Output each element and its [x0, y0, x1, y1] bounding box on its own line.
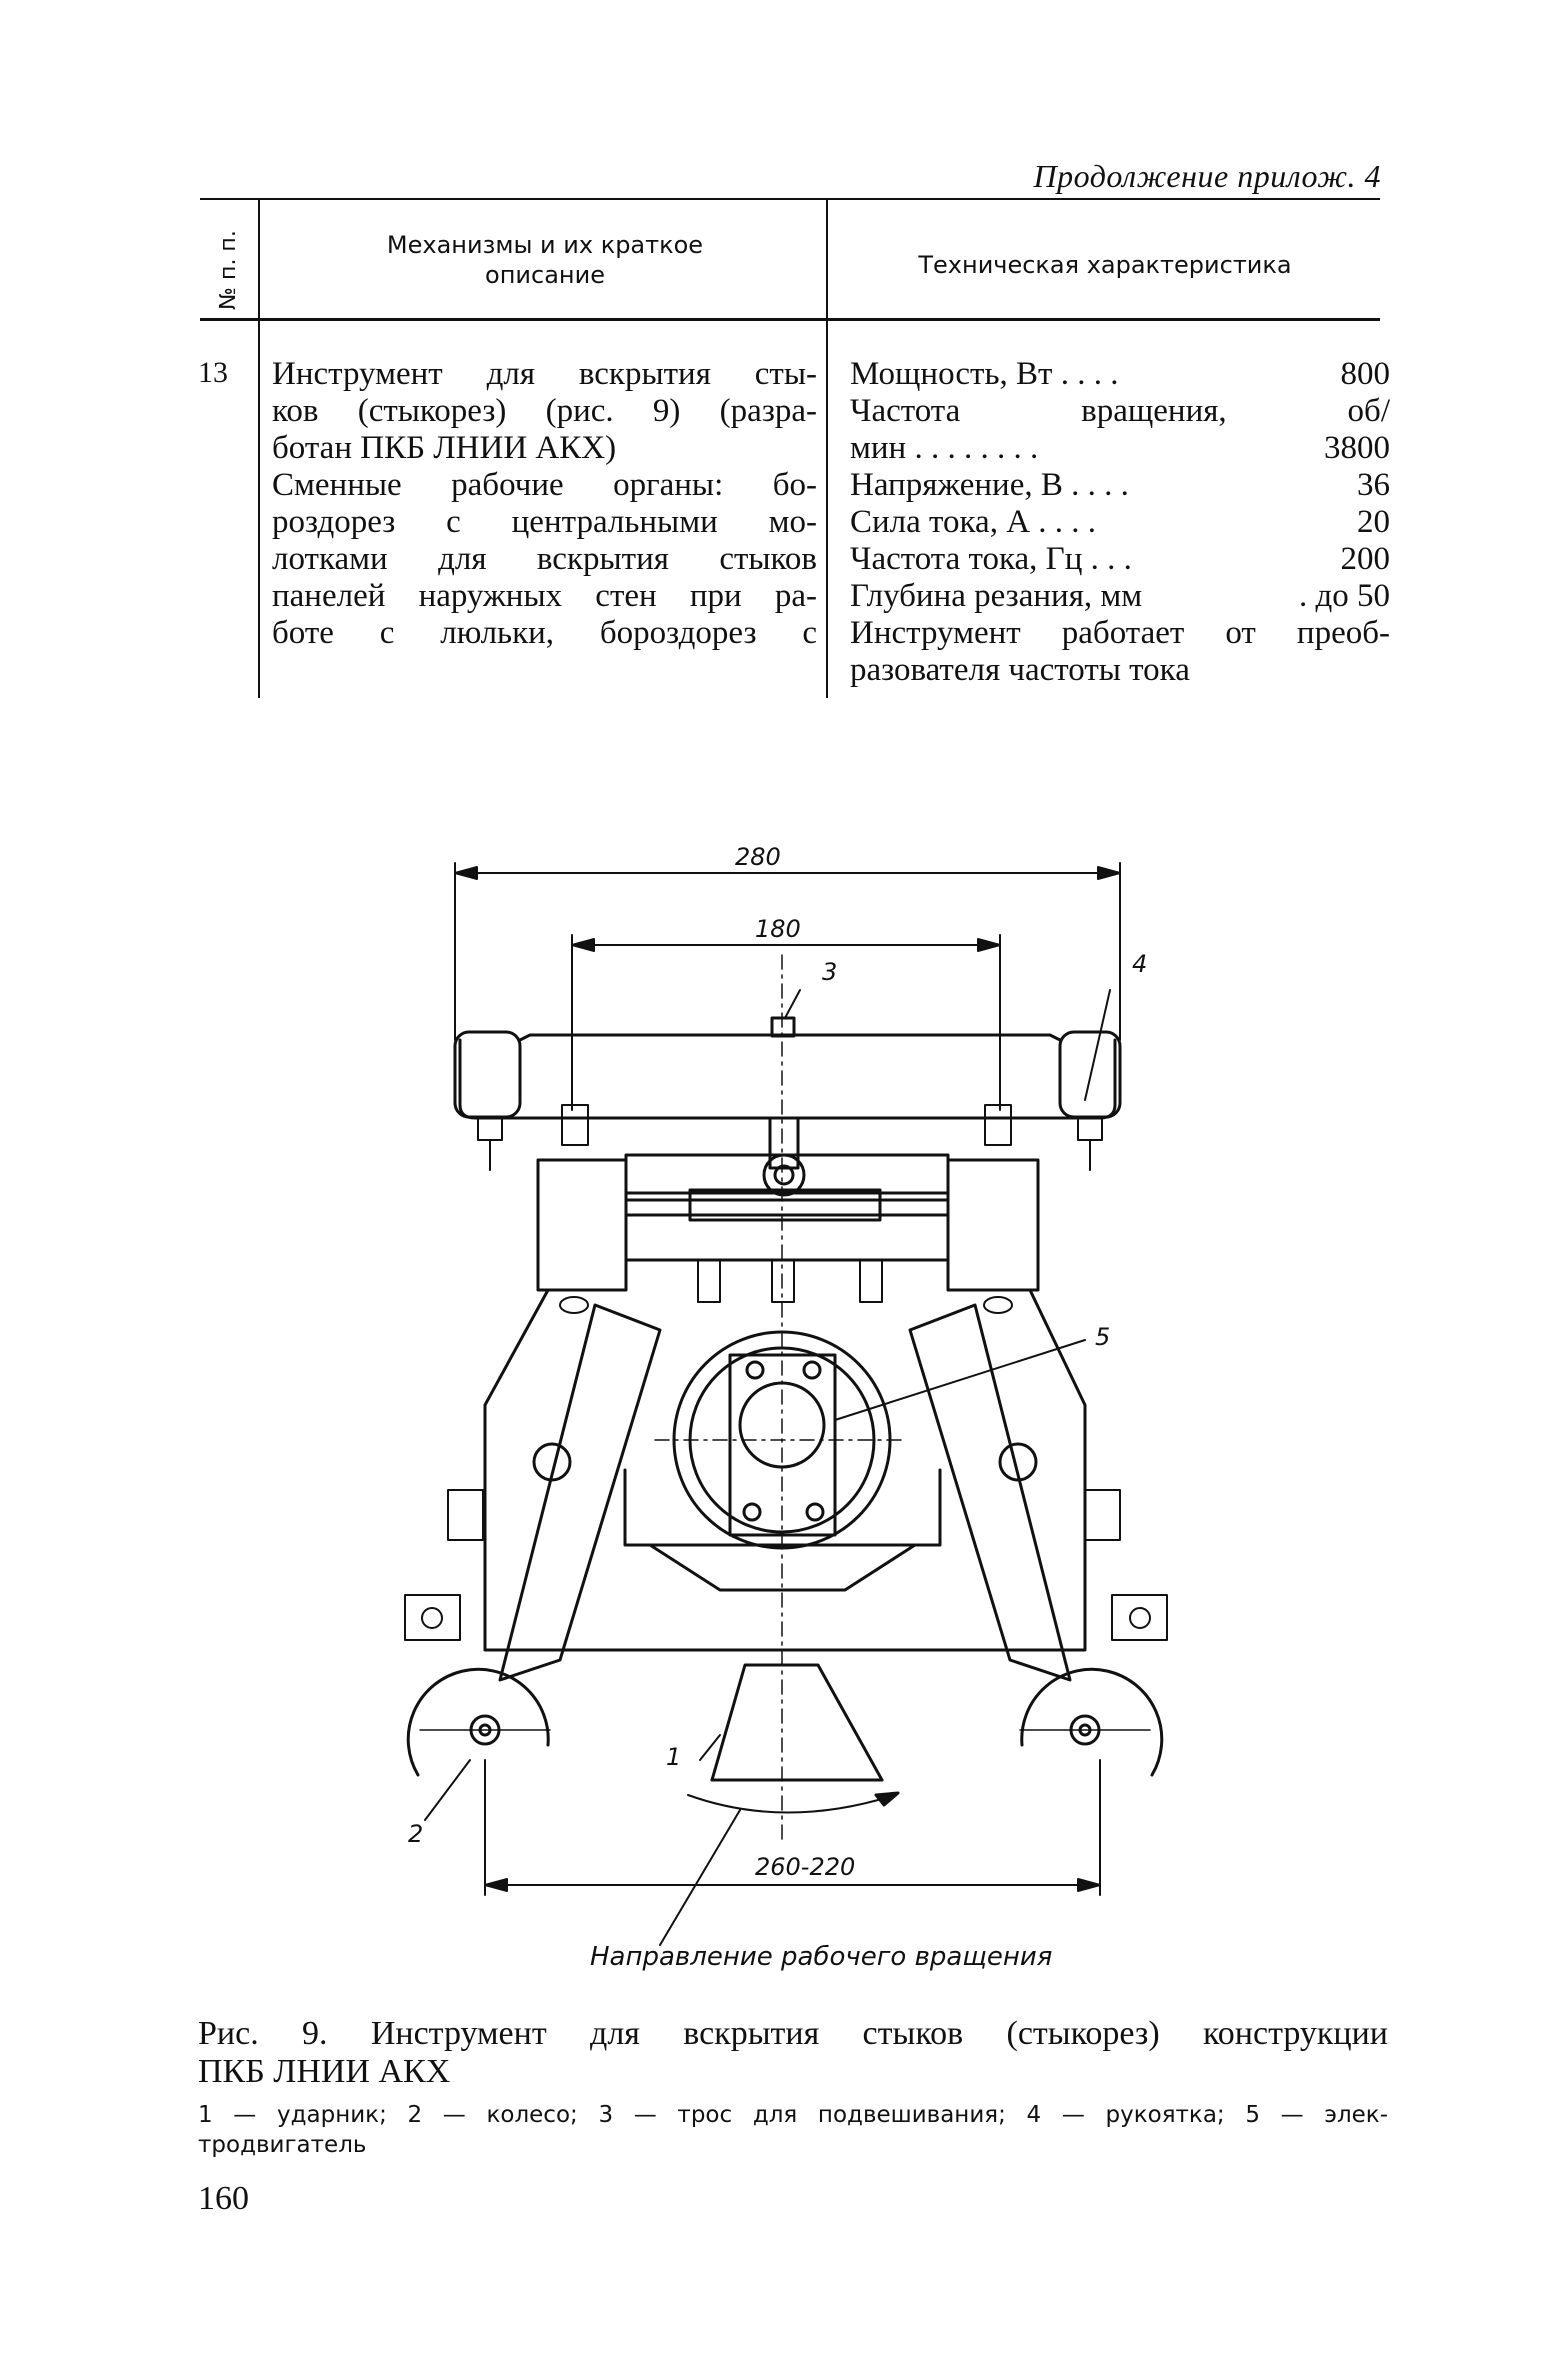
right-arm: [908, 1303, 1072, 1682]
figure-legend: 1 — ударник; 2 — колесо; 3 — трос для по…: [198, 2100, 1388, 2160]
table-top-rule: [200, 198, 1380, 200]
motor-housing: [623, 1330, 942, 1592]
description-line: ков (стыкорез) (рис. 9) (разра-: [272, 393, 817, 429]
leader-lines: [424, 989, 1111, 1946]
spec-note-line2: разователя частоты тока: [850, 652, 1190, 688]
callout-1: 1: [666, 1743, 681, 1771]
spec-note-line1: Инструмент работает от преоб-: [850, 615, 1390, 651]
dim-280: [454, 862, 1121, 1041]
figure-caption: Рис. 9. Инструмент для вскрытия стыков (…: [198, 2015, 1388, 2091]
description-line: боте с люльки, бороздорез с: [272, 615, 817, 651]
description-line: лотками для вскрытия стыков: [272, 541, 817, 577]
dim-180: [571, 934, 1001, 1111]
dim-260-220-label: 260-220: [755, 1853, 855, 1881]
legend-line2: тродвигатель: [198, 2132, 367, 2158]
table-header-rule: [200, 318, 1380, 321]
description-line: ботан ПКБ ЛНИИ АКХ): [272, 430, 617, 466]
pulley-hub: [773, 1164, 795, 1186]
description-line: роздорез с центральными мо-: [272, 504, 817, 540]
upper-frame: [536, 1153, 1040, 1292]
header-technical: Техническая характеристика: [918, 251, 1292, 279]
left-wheel: [406, 1667, 551, 1777]
striker: [710, 1663, 884, 1782]
callout-2: 2: [408, 1820, 423, 1848]
rotation-direction-label: Направление рабочего вращения: [590, 1942, 1052, 1972]
description-line: панелей наружных стен при ра-: [272, 578, 817, 614]
caption-title-line2: ПКБ ЛНИИ АКХ: [198, 2053, 451, 2090]
dim-180-label: 180: [755, 915, 801, 943]
page-number: 160: [198, 2180, 249, 2217]
rotation-arrowhead: [874, 1791, 900, 1807]
header-mechanism: Механизмы и их краткое описание: [386, 231, 704, 289]
legend-line1: 1 — ударник; 2 — колесо; 3 — трос для по…: [198, 2102, 1388, 2128]
dim-260-220: [484, 1759, 1101, 1896]
callout-5: 5: [1095, 1323, 1110, 1351]
handle-bar: [453, 1016, 1122, 1120]
description-line: Инструмент для вскрытия сты-: [272, 356, 817, 392]
continuation-label: Продолжение прилож. 4: [1033, 158, 1381, 194]
row-number: 13: [198, 356, 228, 389]
right-wheel: [1019, 1667, 1164, 1777]
description-line: Сменные рабочие органы: бо-: [272, 467, 817, 503]
callout-4: 4: [1132, 950, 1147, 978]
left-arm: [498, 1303, 662, 1682]
dim-280-label: 280: [735, 843, 781, 871]
body-outline: [483, 1288, 1087, 1652]
table-col-divider-1: [258, 198, 260, 698]
side-clamps: [404, 1489, 1168, 1641]
suspension-shaft: [768, 1116, 800, 1170]
handle-bolts: [477, 1104, 1103, 1171]
frame-bolts: [559, 1259, 1013, 1314]
callout-3: 3: [822, 958, 837, 986]
table-col-divider-2: [826, 198, 828, 698]
caption-title-line1: Рис. 9. Инструмент для вскрытия стыков (…: [198, 2015, 1388, 2052]
spec-rotation-line1: Частота вращения, об/: [850, 393, 1390, 429]
rotation-arrow: [687, 1794, 896, 1814]
